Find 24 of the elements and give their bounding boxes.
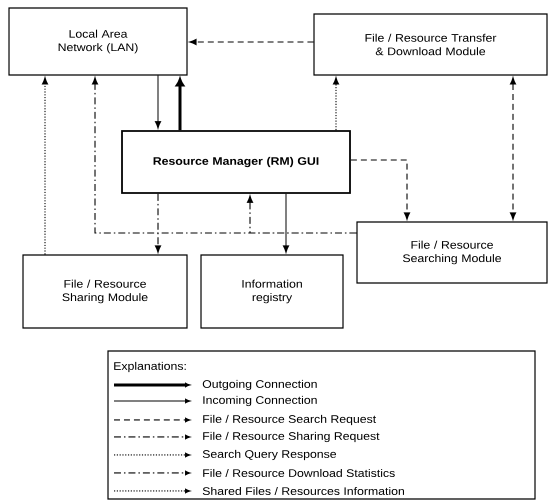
legend-text: File / Resource Search Request [203, 414, 376, 426]
arrow [42, 77, 48, 254]
arrow [154, 194, 162, 253]
module-box: File / Resource Transfer & Download Module [313, 13, 548, 76]
legend-text: Shared Files / Resources Information [202, 486, 404, 495]
arrow [154, 75, 162, 129]
legend-text: Outgoing Connection [202, 380, 317, 390]
legend-text: File / Resource Sharing Request [203, 432, 380, 442]
legend-text: Incoming Connection [203, 396, 317, 406]
legend-text: File / Resource Download Statistics [203, 468, 395, 477]
module-box: Information registry [200, 254, 344, 329]
arrow [510, 77, 516, 220]
arrow [350, 159, 410, 220]
legend-text: Search Query Response [202, 450, 336, 460]
arrow [246, 196, 356, 234]
module-box: Resource Manager (RM) GUI [121, 130, 351, 194]
arrow [282, 193, 290, 253]
module-box: Local Area Network (LAN) [8, 7, 188, 76]
arrow [176, 78, 184, 130]
arrow [332, 77, 340, 130]
module-box: File / Resource Sharing Module [22, 254, 188, 329]
module-box: File / Resource Searching Module [356, 221, 548, 284]
legend-title: Explanations: [114, 362, 186, 372]
arrow [189, 38, 314, 46]
